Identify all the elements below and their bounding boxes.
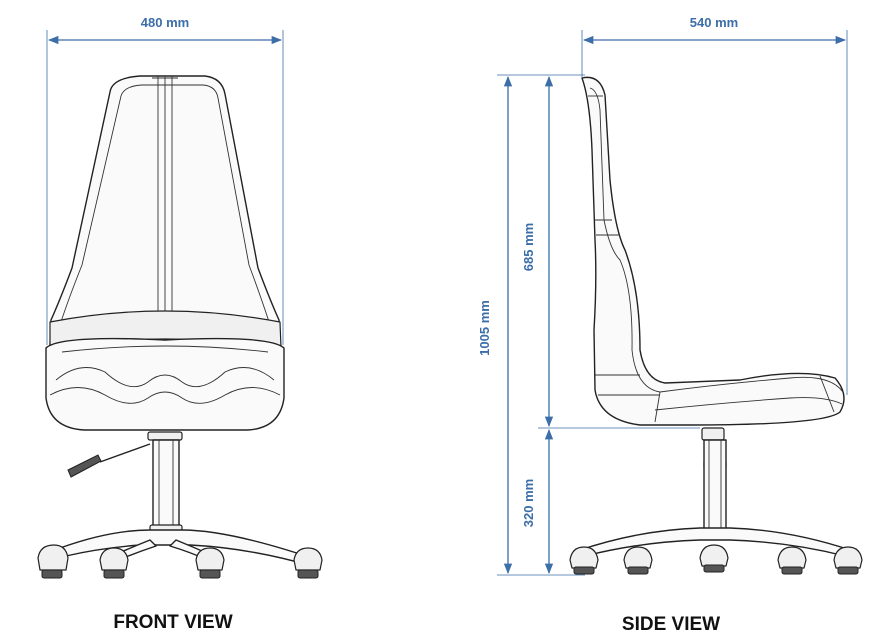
front-casters (37, 544, 323, 579)
backrest-height-label: 685 mm (521, 223, 536, 271)
dimension-seat-height: 320 mm (521, 428, 554, 575)
total-height-label: 1005 mm (477, 300, 492, 356)
front-view-label: FRONT VIEW (113, 612, 232, 633)
side-view-chair (569, 76, 863, 575)
front-width-label: 480 mm (141, 15, 189, 30)
side-gas-column (703, 439, 727, 531)
dimension-backrest-height: 685 mm (521, 75, 700, 429)
seat-height-label: 320 mm (521, 479, 536, 527)
side-shell (581, 76, 845, 426)
front-height-lever (67, 454, 102, 478)
front-view-chair (37, 75, 323, 579)
side-depth-label: 540 mm (690, 15, 738, 30)
dimension-side-depth: 540 mm (581, 15, 848, 395)
front-gas-column (152, 439, 180, 531)
side-casters (569, 544, 863, 575)
front-seat-cushion (45, 337, 285, 431)
dimension-front-width: 480 mm (46, 15, 284, 345)
dimension-total-height: 1005 mm (477, 74, 585, 576)
side-view-label: SIDE VIEW (622, 614, 720, 635)
